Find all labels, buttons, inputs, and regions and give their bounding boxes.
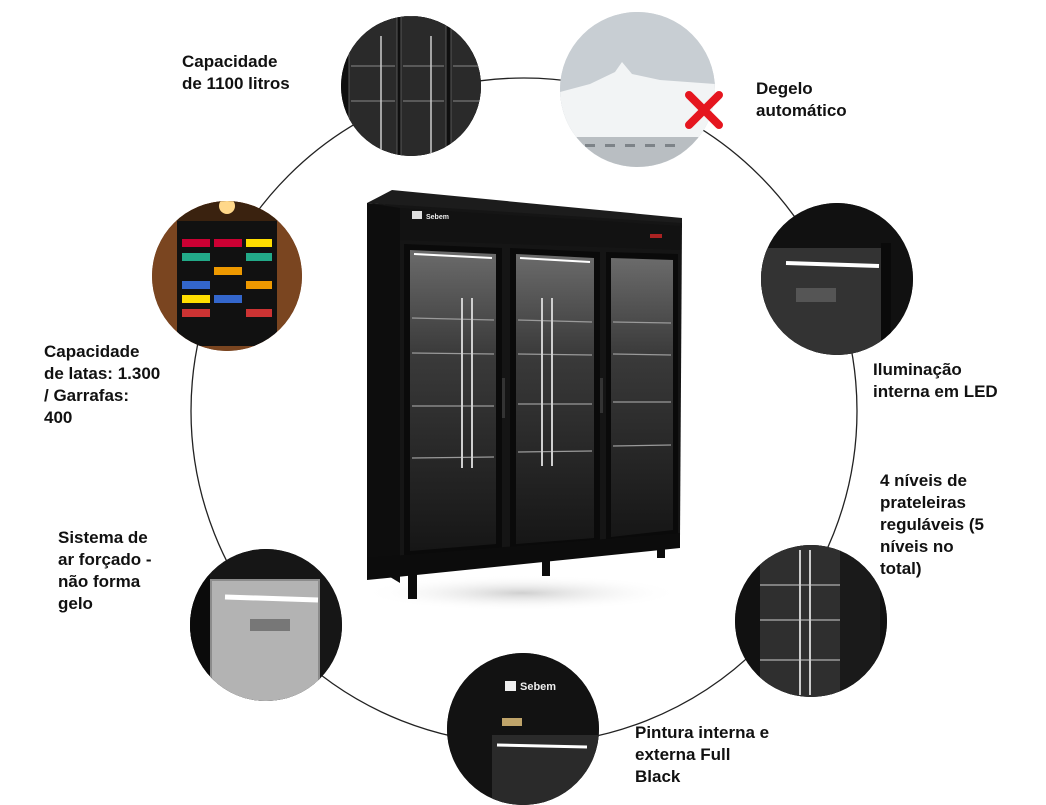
- svg-text:Sebem: Sebem: [520, 681, 556, 693]
- fridge-brand-logo: Sebem: [426, 214, 449, 221]
- no-ice-cross-icon: [685, 91, 723, 129]
- thumb-beverage-store: [152, 201, 302, 351]
- label-capacity-liters: Capacidade de 1100 litros: [182, 52, 290, 93]
- label-led: Iluminação interna em LED: [873, 360, 998, 401]
- label-airflow: Sistema de ar forçado - não forma gelo: [58, 528, 152, 613]
- label-paint: Pintura interna e externa Full Black: [635, 723, 770, 786]
- thumb-led-lighting: [761, 203, 913, 355]
- label-shelves: 4 níveis de prateleiras reguláveis (5 ní…: [880, 471, 984, 578]
- thumb-shelves: [735, 545, 887, 697]
- thumb-forced-air: [190, 549, 342, 701]
- thumb-capacity-liters: [341, 16, 481, 156]
- thumb-full-black-paint: Sebem: [447, 653, 599, 805]
- thumb-defrost: [560, 12, 715, 167]
- label-defrost: Degelo automático: [756, 79, 847, 120]
- label-cans: Capacidade de latas: 1.300 / Garrafas: 4…: [44, 342, 161, 427]
- product-image-refrigerator: Sebem: [362, 188, 687, 613]
